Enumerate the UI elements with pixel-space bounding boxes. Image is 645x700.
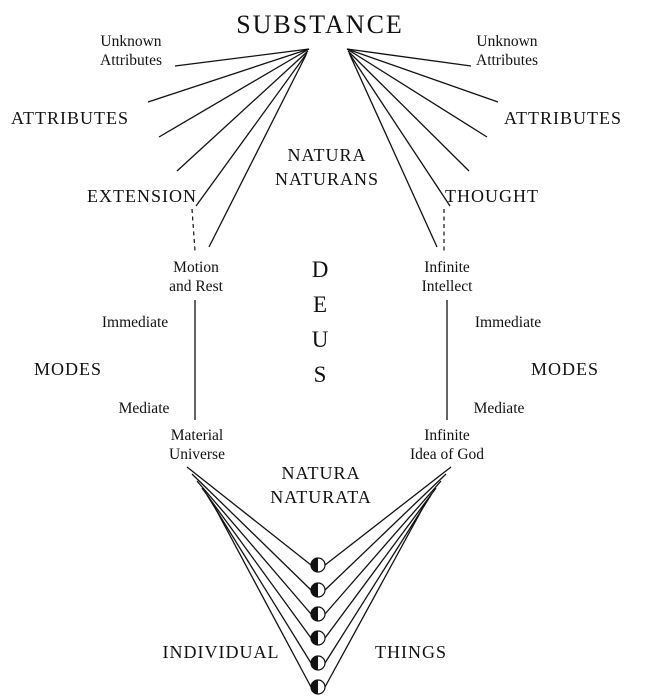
individual-things-column xyxy=(310,557,326,695)
lower-fan-line-left-6 xyxy=(211,501,312,688)
dashed-connector-extension-motion xyxy=(191,208,196,252)
lower-fan-right xyxy=(324,466,452,688)
fan-line-right-4 xyxy=(347,50,470,172)
immediate-left-label: Immediate xyxy=(102,314,168,331)
individual-thing-circle-1 xyxy=(310,557,326,573)
mediate-right-label: Mediate xyxy=(474,400,525,417)
upper-fan-right xyxy=(346,48,499,248)
fan-line-right-5 xyxy=(348,52,451,207)
lower-fan-line-left-4 xyxy=(201,487,312,639)
material-universe-line2: Universe xyxy=(169,446,225,463)
substance-label: SUBSTANCE xyxy=(236,10,404,39)
circle-half-fill xyxy=(311,607,318,621)
individual-thing-circle-5 xyxy=(310,655,326,671)
individual-thing-circle-3 xyxy=(310,606,326,622)
modes-left-label: MODES xyxy=(34,359,102,379)
fan-line-right-1 xyxy=(346,48,472,67)
deus-letter-s: S xyxy=(314,362,327,387)
infinite-idea-of-god-line2: Idea of God xyxy=(410,446,484,463)
lower-fan-line-left-3 xyxy=(196,480,312,615)
extension-label: EXTENSION xyxy=(87,186,197,206)
unknown-attributes-left-line1: Unknown xyxy=(100,33,161,50)
lower-fan-line-right-4 xyxy=(324,487,437,639)
circle-half-fill xyxy=(311,656,318,670)
lower-fan-line-right-1 xyxy=(324,466,452,566)
thought-label: THOUGHT xyxy=(445,186,539,206)
infinite-idea-of-god-line1: Infinite xyxy=(424,427,470,444)
upper-fan-left xyxy=(147,48,310,248)
fan-line-left-6 xyxy=(208,54,307,248)
individual-label: INDIVIDUAL xyxy=(163,642,280,662)
natura-naturans-line2: NATURANS xyxy=(275,169,379,189)
motion-and-rest-line1: Motion xyxy=(173,259,219,276)
unknown-attributes-right-line1: Unknown xyxy=(476,33,537,50)
deus-letter-d: D xyxy=(312,257,329,282)
lower-fan-line-right-5 xyxy=(324,494,432,664)
fan-line-left-4 xyxy=(176,50,309,172)
fan-line-left-2 xyxy=(147,48,310,103)
lower-fan-line-right-3 xyxy=(324,480,442,615)
mediate-left-label: Mediate xyxy=(119,400,170,417)
circle-half-fill xyxy=(311,631,318,645)
fan-line-right-2 xyxy=(346,48,499,103)
individual-thing-circle-6 xyxy=(310,679,326,695)
deus-letter-e: E xyxy=(313,292,327,317)
lower-fan-line-left-1 xyxy=(186,466,312,566)
fan-line-right-6 xyxy=(349,54,438,248)
fan-line-left-5 xyxy=(195,52,308,207)
circle-half-fill xyxy=(311,558,318,572)
lower-fan-left xyxy=(186,466,312,688)
unknown-attributes-left-line2: Attributes xyxy=(100,52,162,69)
circle-half-fill xyxy=(311,583,318,597)
individual-thing-circle-4 xyxy=(310,630,326,646)
lower-fan-line-right-2 xyxy=(324,473,447,591)
fan-line-left-1 xyxy=(174,48,310,67)
natura-naturans-line1: NATURA xyxy=(287,145,366,165)
natura-naturata-line2: NATURATA xyxy=(270,487,372,507)
deus-letter-u: U xyxy=(312,327,329,352)
lower-fan-line-left-2 xyxy=(191,473,312,591)
deus-vertical-label: D E U S xyxy=(312,257,329,387)
lower-fan-line-left-5 xyxy=(206,494,312,664)
unknown-attributes-right-line2: Attributes xyxy=(476,52,538,69)
fan-line-right-3 xyxy=(346,48,488,138)
motion-and-rest-line2: and Rest xyxy=(169,278,224,295)
fan-line-left-3 xyxy=(158,48,310,138)
attributes-right-label: ATTRIBUTES xyxy=(504,108,622,128)
individual-thing-circle-2 xyxy=(310,582,326,598)
lower-fan-line-right-6 xyxy=(324,501,427,688)
infinite-intellect-line1: Infinite xyxy=(424,259,470,276)
immediate-right-label: Immediate xyxy=(475,314,541,331)
things-label: THINGS xyxy=(375,642,447,662)
attributes-left-label: ATTRIBUTES xyxy=(11,108,129,128)
natura-naturata-line1: NATURA xyxy=(281,463,360,483)
material-universe-line1: Material xyxy=(171,427,224,444)
infinite-intellect-line2: Intellect xyxy=(422,278,473,295)
modes-right-label: MODES xyxy=(531,359,599,379)
circle-half-fill xyxy=(311,680,318,694)
